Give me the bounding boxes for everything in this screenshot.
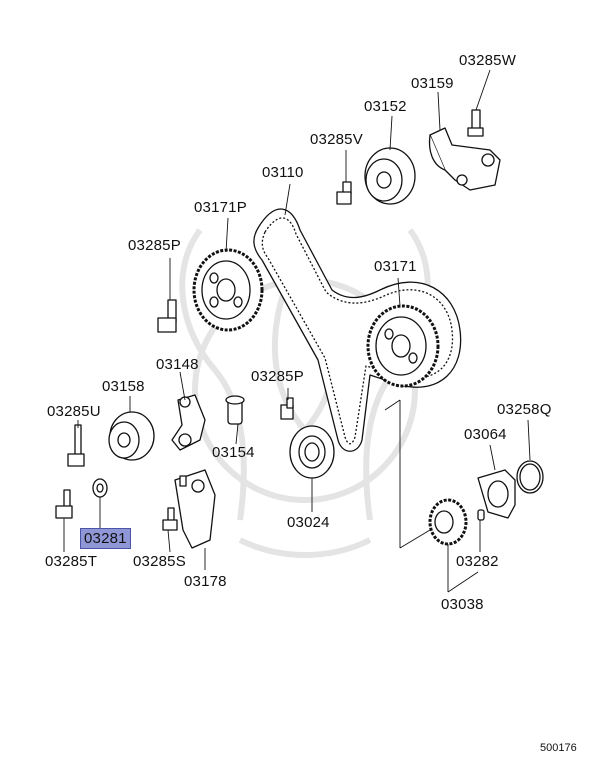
crankshaft-sprocket — [428, 498, 468, 546]
flange-plate-03064 — [477, 469, 516, 519]
bolt-03285s — [162, 507, 178, 531]
label-03158: 03158 — [102, 378, 145, 395]
label-03024: 03024 — [287, 514, 330, 531]
label-03285u: 03285U — [47, 403, 101, 420]
label-03148: 03148 — [156, 356, 199, 373]
washer-03281 — [92, 478, 108, 498]
bolt-03285p-mid — [280, 397, 294, 420]
label-03152: 03152 — [364, 98, 407, 115]
label-03064: 03064 — [464, 426, 507, 443]
label-03285p-top: 03285P — [128, 237, 181, 254]
tensioner-pulley — [108, 411, 155, 461]
label-03159: 03159 — [411, 75, 454, 92]
label-03171: 03171 — [374, 258, 417, 275]
label-03110: 03110 — [262, 164, 304, 181]
tensioner-bracket — [428, 127, 501, 191]
flange-03024 — [289, 425, 335, 479]
label-03038: 03038 — [441, 596, 484, 613]
bolt-03285u — [67, 424, 85, 467]
auto-tensioner — [174, 469, 216, 549]
label-03285w: 03285W — [459, 52, 517, 69]
timing-belt — [253, 208, 462, 452]
diagram-code: 500176 — [540, 742, 577, 754]
label-03281-highlighted[interactable]: 03281 — [80, 528, 131, 549]
bolt-03285p-top — [157, 299, 177, 333]
camshaft-sprocket-right — [366, 304, 440, 388]
idler-pulley-upper — [364, 147, 416, 205]
label-03285s: 03285S — [133, 553, 186, 570]
label-03285t: 03285T — [45, 553, 98, 570]
label-03285v: 03285V — [310, 131, 363, 148]
label-03154: 03154 — [212, 444, 255, 461]
camshaft-sprocket-left — [192, 248, 264, 332]
label-03171p: 03171P — [194, 199, 247, 216]
key-03282 — [477, 509, 485, 521]
bolt-03285v — [336, 181, 352, 205]
label-03178: 03178 — [184, 573, 227, 590]
label-03282: 03282 — [456, 553, 499, 570]
bolt-03285t — [55, 489, 73, 519]
leader-lines — [63, 69, 531, 593]
label-03285p-mid: 03285P — [251, 368, 304, 385]
bolt-03285w — [467, 109, 484, 137]
label-03258q: 03258Q — [497, 401, 552, 418]
tensioner-arm — [171, 394, 206, 451]
spacer-03154 — [225, 395, 245, 425]
ring-03258q — [516, 460, 544, 494]
